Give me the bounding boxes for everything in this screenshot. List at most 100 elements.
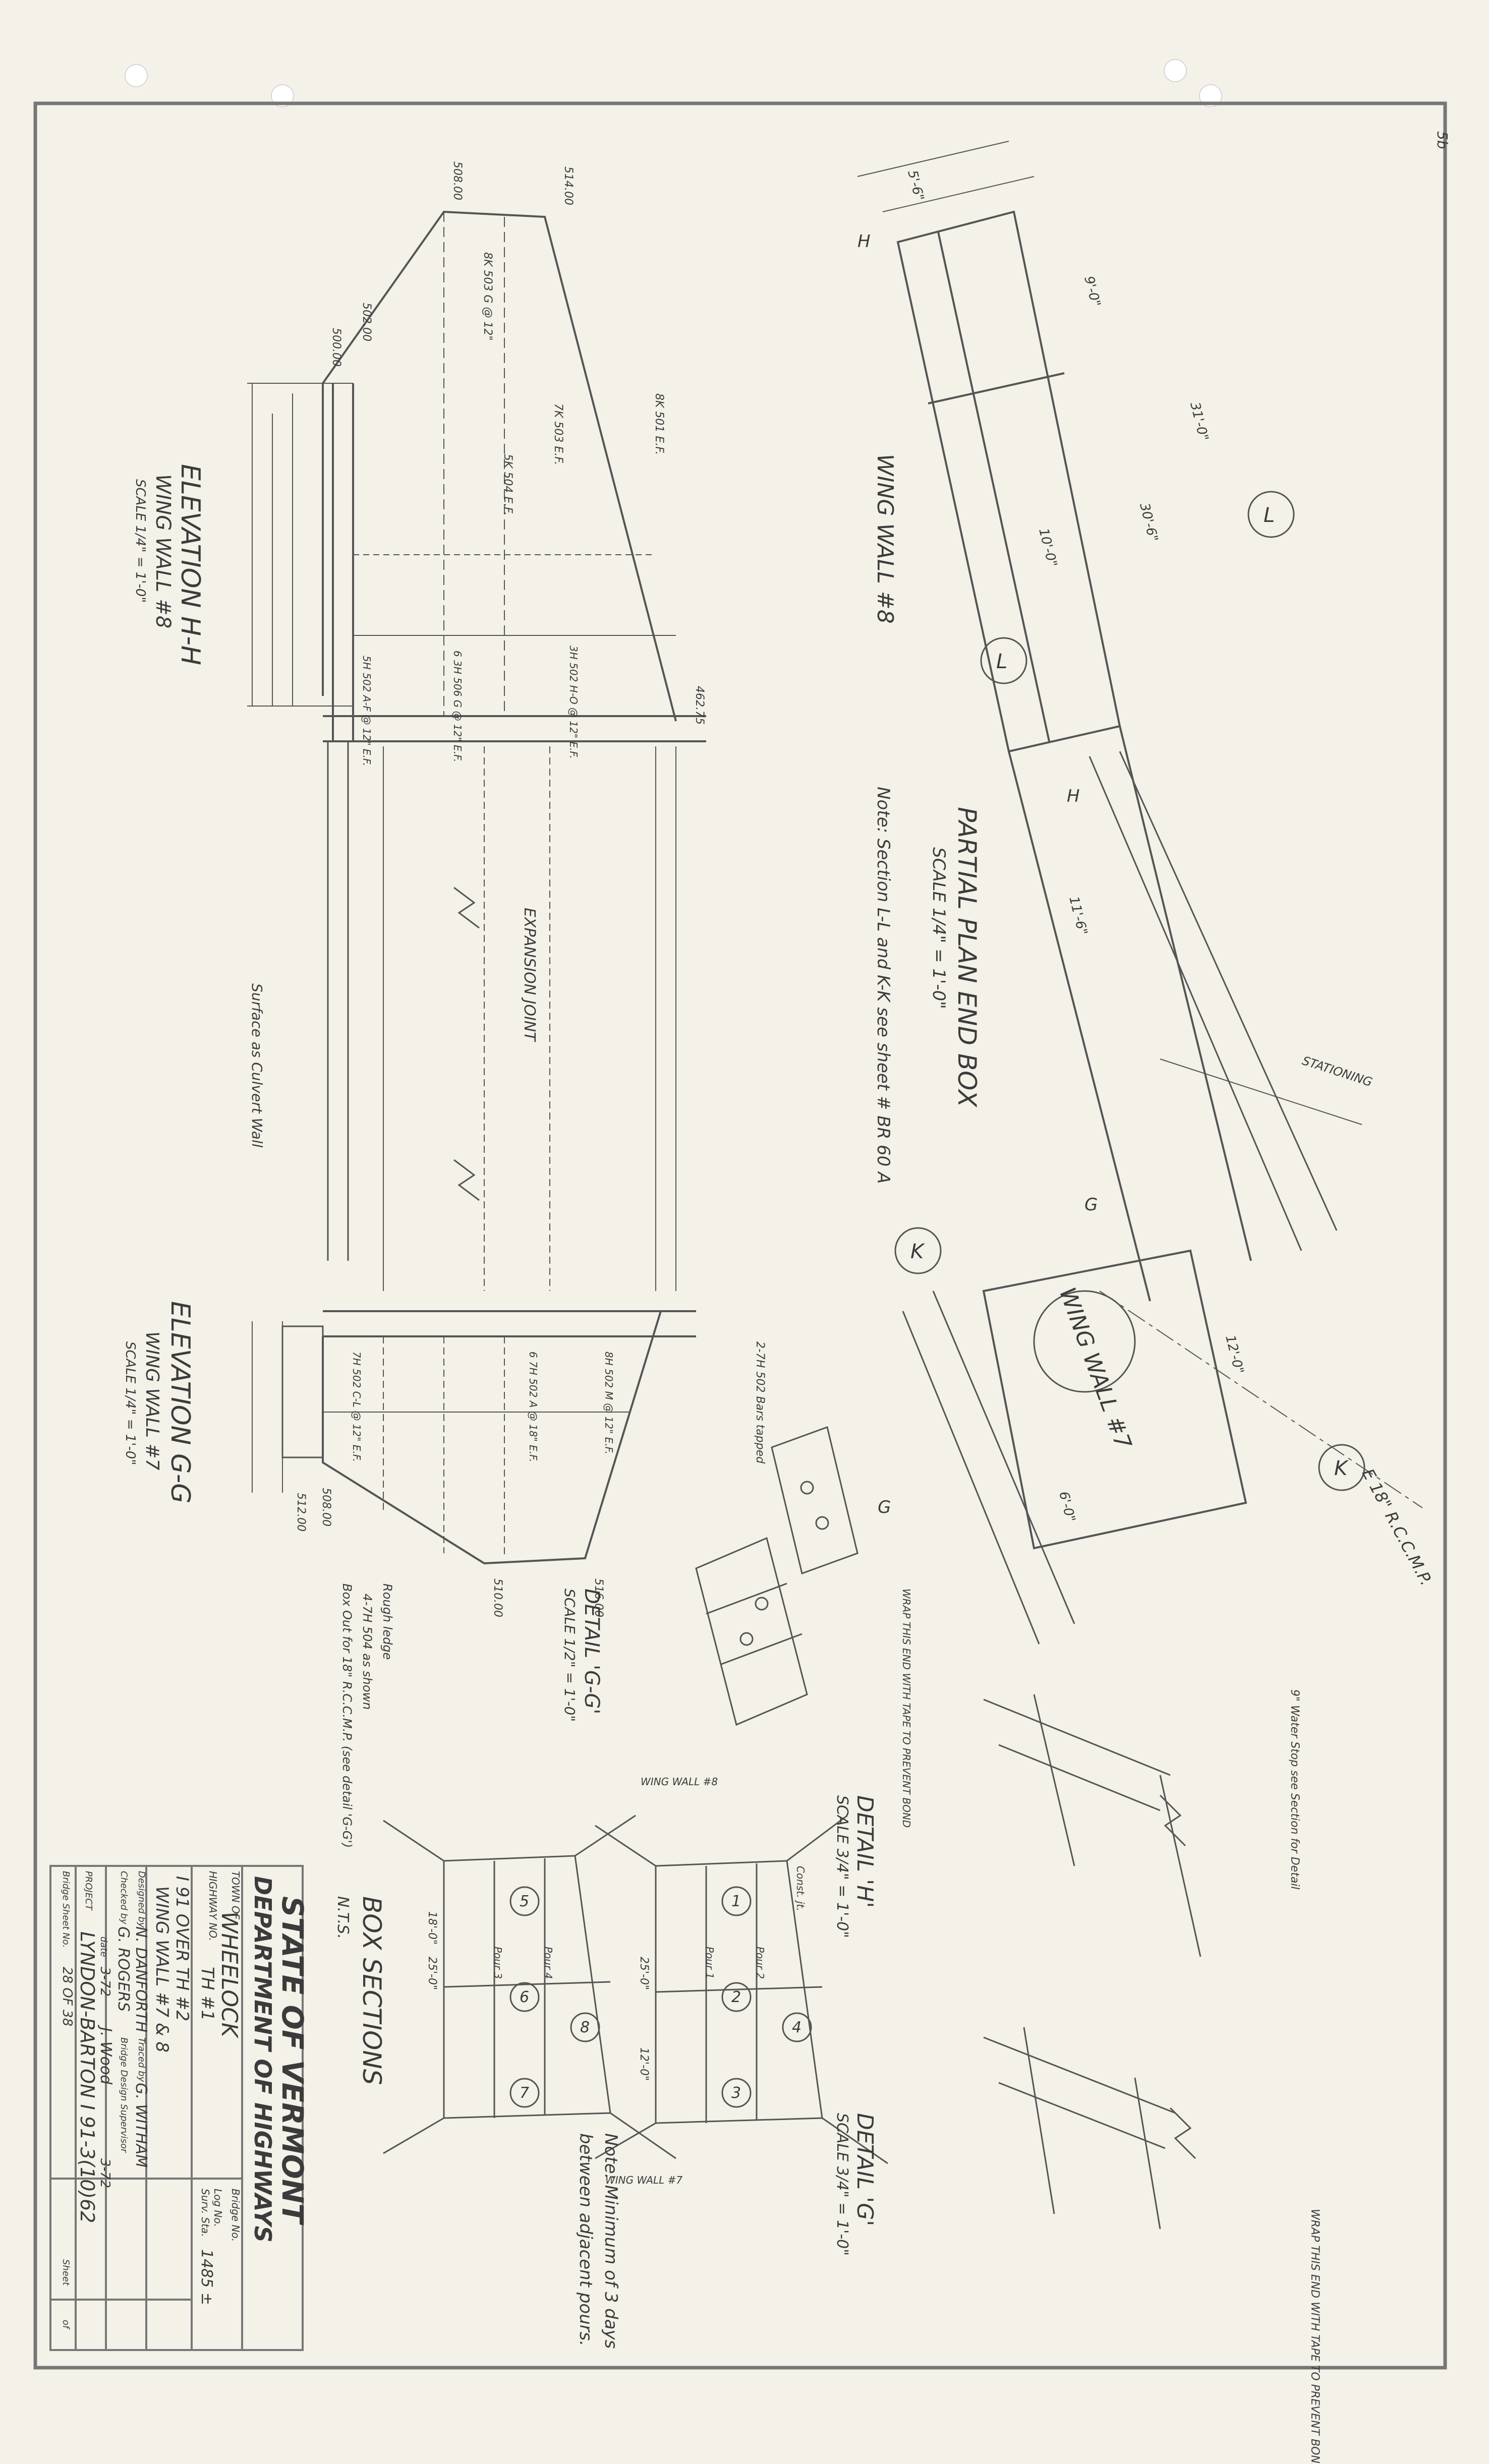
tb-engineer: J. Wood bbox=[97, 2025, 114, 2085]
punch-hole bbox=[1164, 59, 1187, 82]
pour-2: 2 bbox=[731, 1988, 741, 2006]
tb-sheet-label: Sheet bbox=[61, 2259, 71, 2286]
elevation-gg-note-3: 8H 502 M @ 12" E.F. bbox=[603, 1352, 615, 1454]
elevation-gg-title: ELEVATION G-G bbox=[165, 1301, 195, 1503]
tb-bridge-sheet: 28 OF 38 bbox=[60, 1967, 75, 2026]
marker-k-1: K bbox=[910, 1240, 925, 1263]
tb-state: STATE OF VERMONT bbox=[275, 1896, 310, 2225]
detail-g-scale: SCALE 3/4" = 1'-0" bbox=[833, 2113, 851, 2256]
elevation-gg-note-5: 4-7H 504 as shown bbox=[360, 1594, 374, 1710]
tb-survey-sta-label: Surv. Sta. bbox=[199, 2189, 211, 2237]
elevation-hh-elev-1: 508.00 bbox=[451, 161, 464, 200]
box-dim-2: 25'-0" bbox=[426, 1957, 438, 1990]
tb-traced-by-label: Traced by bbox=[136, 2037, 147, 2082]
elevation-hh-note-5: Surface as Culvert Wall bbox=[249, 983, 265, 1148]
pour-4: 4 bbox=[792, 2019, 801, 2036]
tb-town-label: TOWN OF bbox=[230, 1871, 242, 1920]
tb-project: LYNDON-BARTON I 91-3(10)62 bbox=[76, 1931, 98, 2223]
elevation-hh-title: ELEVATION H-H bbox=[175, 464, 205, 665]
elevation-gg-scale: SCALE 1/4" = 1'-0" bbox=[123, 1341, 138, 1465]
tb-checked-by: G. ROGERS bbox=[114, 1926, 132, 2012]
marker-k-2: K bbox=[1334, 1457, 1349, 1480]
marker-h-2: H bbox=[1067, 786, 1080, 806]
elevation-gg-elev-4: 516.00 bbox=[592, 1578, 605, 1617]
pour-note-line1: Note: Minimum of 3 days bbox=[601, 2133, 621, 2349]
detail-gg-scale: SCALE 1/2" = 1'-0" bbox=[561, 1589, 578, 1722]
detail-h-note: 9" Water Stop see Section for Detail bbox=[1288, 1689, 1301, 1890]
elevation-hh-subtitle: WING WALL #8 bbox=[151, 474, 175, 628]
box-label-5: Pour 3 bbox=[492, 1947, 504, 1979]
wing-wall-8-label: WING WALL #8 bbox=[872, 454, 898, 624]
elevation-hh-note-3: 7K 503 E.F. bbox=[552, 403, 564, 465]
detail-h-scale: SCALE 3/4" = 1'-0" bbox=[833, 1795, 851, 1938]
tb-designed-by-label: Designed by bbox=[136, 1871, 147, 1928]
detail-h-drawing bbox=[983, 1694, 1201, 1957]
detail-gg-title: DETAIL 'G-G' bbox=[580, 1589, 603, 1714]
box-label-3: Pour 1 bbox=[704, 1947, 716, 1979]
elevation-hh-bar-2: 6 3H 506 G @ 12" E.F. bbox=[451, 651, 464, 762]
punch-hole bbox=[125, 64, 148, 87]
partial-plan-scale: SCALE 1/4" = 1'-0" bbox=[929, 847, 949, 1009]
sheet-border bbox=[33, 101, 1447, 2370]
detail-h-title: DETAIL 'H' bbox=[852, 1795, 878, 1908]
tb-checked-by-label: Checked by bbox=[119, 1871, 129, 1924]
tb-project-label: PROJECT bbox=[83, 1871, 94, 1911]
box-sections-title: BOX SECTIONS bbox=[357, 1896, 386, 2085]
detail-g-note: WRAP THIS END WITH TAPE TO PREVENT BOND bbox=[1308, 2209, 1321, 2464]
marker-l-1: L bbox=[1264, 504, 1275, 527]
elevation-gg-note-1: 7H 502 C-L @ 12" E.F. bbox=[351, 1352, 363, 1462]
elevation-hh-elev-2: 514.00 bbox=[562, 166, 575, 205]
detail-gg-bars: 2-7H 502 Bars tapped bbox=[754, 1341, 766, 1464]
box-label-1: WING WALL #8 bbox=[641, 1776, 718, 1788]
section-markers bbox=[894, 491, 1365, 1491]
elevation-hh-bar-1: 5H 502 A-F @ 12" E.F. bbox=[361, 656, 373, 766]
box-section-bottom bbox=[383, 1814, 676, 2159]
elevation-hh-note-1: 8K 503 G @ 12" bbox=[481, 252, 494, 341]
tb-bridge-sheet-label: Bridge Sheet No. bbox=[61, 1871, 71, 1948]
elevation-gg-note-4: Rough ledge bbox=[380, 1583, 394, 1660]
tb-sheet-title: WING WALL #7 & 8 bbox=[152, 1886, 172, 2052]
marker-g-2: G bbox=[878, 1497, 891, 1517]
elevation-hh-drawing bbox=[247, 210, 706, 1291]
pour-3: 3 bbox=[731, 2084, 741, 2102]
elevation-hh-bar-3: 3H 502 H-O @ 12" E.F. bbox=[567, 646, 580, 759]
tb-town: WHEELOCK bbox=[216, 1911, 242, 2039]
box-dim-1: 18'-0" bbox=[426, 1911, 438, 1945]
tb-supervisor-label: Bridge Design Supervisor bbox=[119, 2037, 129, 2153]
partial-plan-title: PARTIAL PLAN END BOX bbox=[952, 807, 982, 1108]
detail-g-drawing bbox=[983, 2027, 1196, 2230]
pour-6: 6 bbox=[520, 1988, 529, 2006]
tb-log-no-label: Log No. bbox=[212, 2189, 224, 2227]
elevation-hh-elev-3: 502.00 bbox=[360, 303, 373, 341]
box-label-7: Const. jt. bbox=[794, 1866, 807, 1911]
tb-department: DEPARTMENT OF HIGHWAYS bbox=[249, 1876, 276, 2243]
elevation-gg-elev-2: 508.00 bbox=[320, 1488, 332, 1527]
elevation-gg-elev-3: 510.00 bbox=[491, 1578, 504, 1617]
tb-date-label: date bbox=[98, 1937, 109, 1957]
marker-l-2: L bbox=[996, 650, 1007, 673]
elevation-hh-scale: SCALE 1/4" = 1'-0" bbox=[133, 479, 148, 603]
tb-bridge-no-label: Bridge No. bbox=[230, 2189, 242, 2242]
pour-5: 5 bbox=[520, 1893, 529, 1910]
tb-highway-label: HIGHWAY NO. bbox=[207, 1871, 219, 1941]
detail-g-title: DETAIL 'G' bbox=[852, 2113, 878, 2226]
elevation-gg-drawing bbox=[252, 1310, 696, 1565]
tb-project-line: I 91 OVER TH #2 bbox=[172, 1876, 192, 2021]
sheet-number: 5b bbox=[1434, 131, 1451, 149]
title-block bbox=[49, 1865, 304, 2351]
marker-h-1: H bbox=[857, 231, 871, 252]
elevation-hh-note-6: EXPANSION JOINT bbox=[521, 908, 538, 1042]
tb-date2: 3-72 bbox=[97, 2158, 112, 2188]
tb-date1: 3-72 bbox=[97, 1967, 112, 1997]
box-dim-3: 25'-0" bbox=[638, 1957, 650, 1990]
elevation-gg-note-6: Box Out for 18" R.C.C.M.P. (see detail '… bbox=[340, 1583, 354, 1848]
elevation-gg-subtitle: WING WALL #7 bbox=[142, 1331, 162, 1471]
box-label-6: Pour 4 bbox=[542, 1947, 554, 1979]
elevation-gg-elev-1: 512.00 bbox=[295, 1493, 307, 1532]
partial-plan-note: Note: Section L-L and K-K see sheet # BR… bbox=[873, 787, 893, 1184]
detail-gg-drawing bbox=[695, 1426, 858, 1726]
partial-plan-drawing bbox=[857, 141, 1423, 1645]
punch-hole bbox=[271, 84, 294, 107]
tb-designed-by: N. DANFORTH bbox=[132, 1926, 150, 2032]
